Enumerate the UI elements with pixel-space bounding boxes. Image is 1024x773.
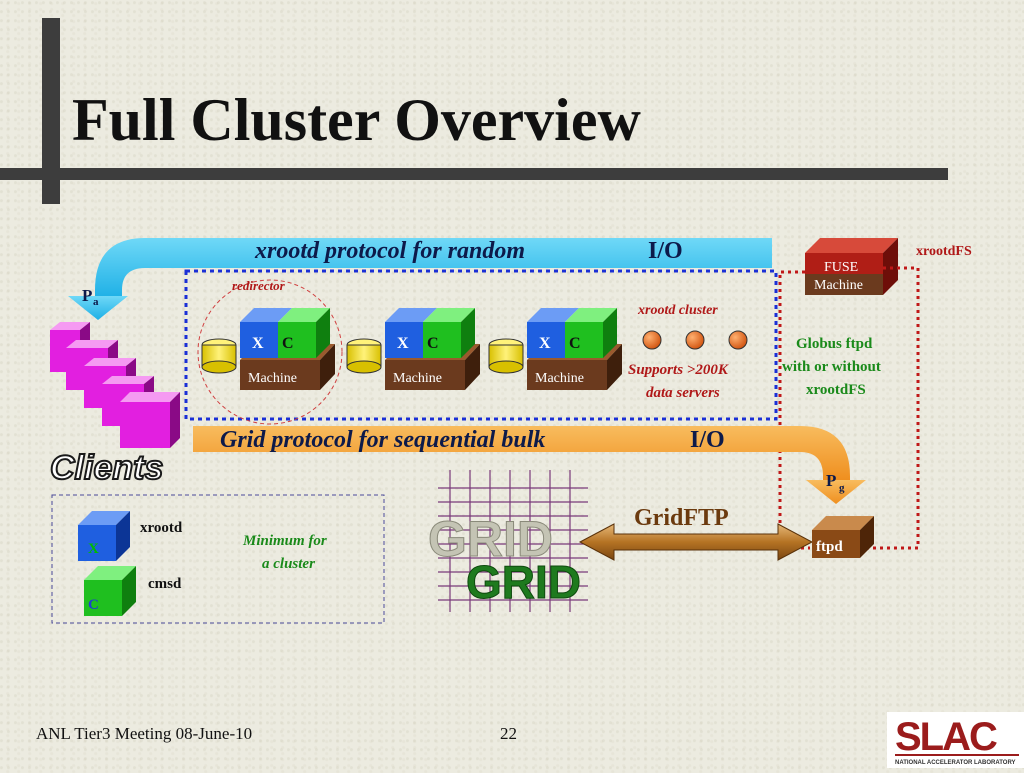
slac-logo: SLAC NATIONAL ACCELERATOR LABORATORY (887, 712, 1024, 768)
xrootd-glyph: X (397, 335, 409, 352)
title-accent-bar (42, 18, 60, 204)
machine-label: Machine (535, 371, 584, 386)
cluster-box (184, 269, 778, 421)
ftpd-link-left (778, 270, 810, 550)
clients-label: Clients (50, 449, 163, 487)
cmsd-glyph: C (427, 335, 439, 352)
svg-text:NATIONAL ACCELERATOR LABORATOR: NATIONAL ACCELERATOR LABORATORY (895, 760, 1016, 766)
legend-cmsd-cube (84, 566, 136, 616)
machine-label: Machine (248, 371, 297, 386)
xrootdfs-label: xrootdFS (916, 244, 972, 259)
title-underline-rule (0, 168, 948, 180)
pa-label: P (82, 286, 92, 305)
random-io-label: xrootd protocol for random (254, 238, 525, 264)
ftpd-label: ftpd (816, 539, 843, 555)
cmsd-glyph: C (282, 335, 294, 352)
globus-label-2: with or without (782, 359, 881, 375)
grid-word-front: GRID (466, 556, 581, 608)
globus-label-3: xrootdFS (806, 382, 866, 398)
legend-x-glyph: X (88, 541, 99, 557)
machine-1 (201, 308, 335, 390)
globus-label-1: Globus ftpd (796, 336, 873, 352)
minimum-label-1: Minimum for (242, 533, 327, 549)
xrootd-glyph: X (252, 335, 264, 352)
bulk-io-suffix: I/O (690, 427, 725, 453)
grid-word-back: GRID (428, 511, 553, 567)
legend-xrootd-cube (78, 511, 130, 561)
legend-cmsd-label: cmsd (148, 576, 182, 592)
pa-subscript: a (93, 296, 99, 308)
random-io-arrow (68, 238, 772, 320)
minimum-label-2: a cluster (262, 556, 315, 572)
machine-2 (346, 308, 480, 390)
grid-lattice (438, 470, 588, 612)
bulk-io-arrow (193, 426, 866, 504)
pg-subscript: g (839, 482, 845, 494)
gridftp-label: GridFTP (634, 505, 729, 531)
cluster-diagram: xrootd protocol for random I/O P a (49, 238, 972, 624)
pg-label: P (826, 471, 836, 490)
xrootd-glyph: X (539, 335, 551, 352)
ftpd-box (812, 516, 874, 558)
legend-xrootd-label: xrootd (140, 520, 183, 536)
cmsd-glyph: C (569, 335, 581, 352)
server-dots (642, 330, 748, 350)
legend-box (51, 494, 385, 624)
slide-title: Full Cluster Overview (72, 87, 641, 153)
client-cube (120, 392, 180, 448)
fuse-machine-label: Machine (814, 278, 863, 293)
fuse-label: FUSE (824, 260, 858, 275)
legend-c-glyph: C (88, 597, 99, 613)
client-cubes (50, 322, 180, 448)
bulk-io-label: Grid protocol for sequential bulk (220, 427, 545, 453)
footer-meeting: ANL Tier3 Meeting 08-June-10 (36, 724, 253, 743)
random-io-suffix: I/O (648, 238, 683, 264)
svg-text:SLAC: SLAC (895, 715, 997, 759)
redirector-circle (197, 279, 343, 425)
data-servers-label: data servers (646, 385, 720, 401)
supports-label: Supports >200K (628, 362, 729, 378)
machine-3 (488, 308, 622, 390)
page-number: 22 (500, 724, 517, 743)
machine-label: Machine (393, 371, 442, 386)
xrootd-cluster-label: xrootd cluster (637, 303, 718, 318)
redirector-label: redirector (232, 278, 286, 293)
ftpd-link-right (855, 266, 920, 550)
